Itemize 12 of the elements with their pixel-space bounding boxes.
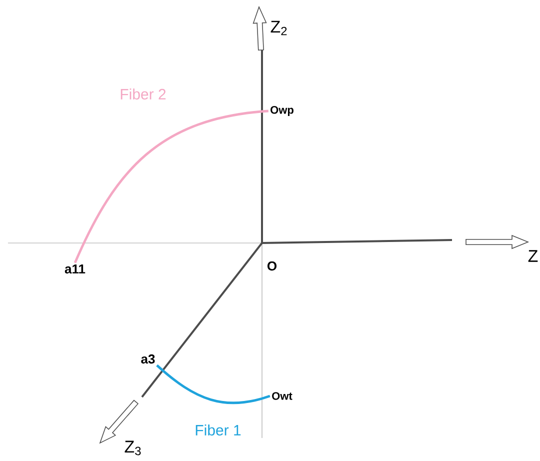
axis-label: Z <box>528 250 538 262</box>
edge-label: Fiber 2 <box>118 88 168 100</box>
point-label: O <box>267 261 277 271</box>
fiber-curve <box>156 364 270 404</box>
point-label: Owp <box>270 106 294 116</box>
point-label: Owt <box>272 392 292 400</box>
point-label: a3 <box>141 354 155 364</box>
fiber-curve <box>74 110 269 264</box>
point-label: a11 <box>64 264 86 274</box>
edge-label: Fiber 1 <box>194 424 242 436</box>
axis-label: Z$_{3}$ <box>124 440 141 456</box>
axis-label: Z$_{2}$ <box>270 20 287 36</box>
